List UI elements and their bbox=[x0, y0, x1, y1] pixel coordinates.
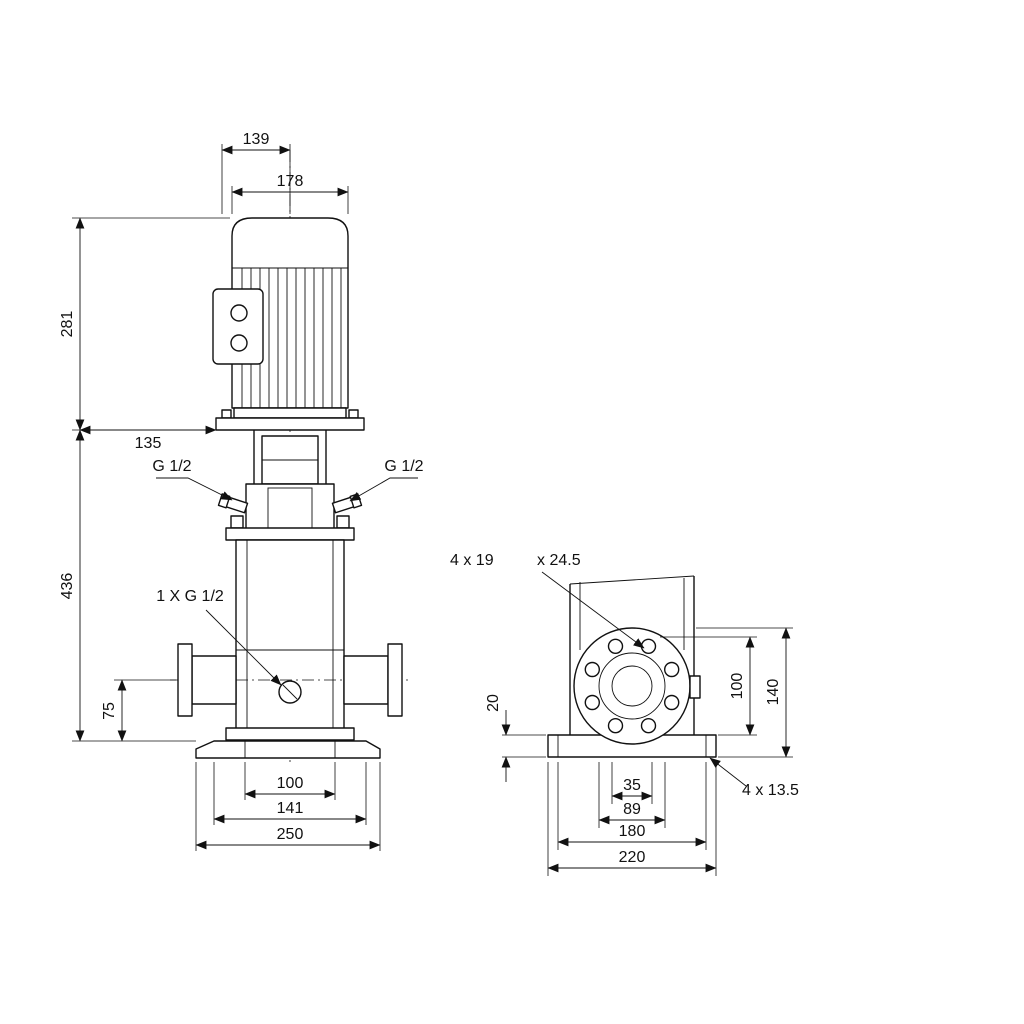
flange-counterbore-label: x 24.5 bbox=[537, 552, 581, 569]
side-dimensions: 4 x 19 x 24.5 20 100 140 35 89 180 bbox=[450, 552, 799, 876]
flange-bolt-holes bbox=[584, 638, 680, 734]
base-plate bbox=[195, 740, 381, 759]
port-neck-right bbox=[343, 655, 389, 705]
head-plug-left bbox=[217, 493, 249, 514]
dim-75-label: 75 bbox=[101, 702, 118, 720]
front-dimensions: 139 178 281 436 135 G 1/2 G 1/2 1 X G 1/… bbox=[59, 131, 424, 851]
dim-140-label: 140 bbox=[765, 679, 782, 706]
motor-flange-plate bbox=[215, 417, 365, 431]
port-neck-left bbox=[191, 655, 237, 705]
cable-entry-icon bbox=[230, 304, 248, 322]
dim-89-label: 89 bbox=[623, 801, 641, 818]
pump-sleeve bbox=[235, 539, 345, 737]
leader-line bbox=[156, 477, 233, 501]
base-holes-label: 4 x 13.5 bbox=[742, 782, 799, 799]
port-flange-face bbox=[573, 627, 691, 745]
dim-281-label: 281 bbox=[59, 311, 76, 338]
dim-35-label: 35 bbox=[623, 777, 641, 794]
dim-220-label: 220 bbox=[619, 849, 646, 866]
leader-line bbox=[541, 571, 645, 649]
dim-178-label: 178 bbox=[277, 173, 304, 190]
leader-line bbox=[349, 477, 418, 502]
flange-hub-circle bbox=[598, 652, 666, 720]
dim-180-label: 180 bbox=[619, 823, 646, 840]
leader-line bbox=[709, 757, 747, 787]
gauge-tap bbox=[689, 675, 701, 699]
cable-entry-icon bbox=[230, 334, 248, 352]
port-flange-left bbox=[177, 643, 193, 717]
dim-100-side-label: 100 bbox=[729, 673, 746, 700]
sleeve-bottom-flange bbox=[225, 727, 355, 741]
motor-stud bbox=[348, 409, 359, 419]
motor-flange-step bbox=[233, 407, 347, 419]
tie-rod-nut bbox=[230, 515, 244, 529]
dim-436-label: 436 bbox=[59, 573, 76, 600]
motor-stud bbox=[221, 409, 232, 419]
terminal-box bbox=[212, 288, 264, 365]
flange-bore-circle bbox=[611, 665, 653, 707]
dim-100-label: 100 bbox=[277, 775, 304, 792]
port-left-label: G 1/2 bbox=[152, 458, 191, 475]
break-line bbox=[569, 575, 695, 585]
tie-rod-nut bbox=[336, 515, 350, 529]
flange-holes-label: 4 x 19 bbox=[450, 552, 494, 569]
port-flange-right bbox=[387, 643, 403, 717]
side-view bbox=[547, 575, 717, 758]
dim-139-label: 139 bbox=[243, 131, 270, 148]
drain-plug-slot bbox=[282, 684, 298, 700]
dim-135-label: 135 bbox=[135, 435, 162, 452]
leader-line bbox=[205, 609, 282, 686]
drain-port-label: 1 X G 1/2 bbox=[156, 588, 224, 605]
sleeve-top-flange bbox=[225, 527, 355, 541]
dim-250-label: 250 bbox=[277, 826, 304, 843]
front-view bbox=[170, 150, 410, 766]
port-right-label: G 1/2 bbox=[384, 458, 423, 475]
dim-141-label: 141 bbox=[277, 800, 304, 817]
dim-20-label: 20 bbox=[485, 694, 502, 712]
